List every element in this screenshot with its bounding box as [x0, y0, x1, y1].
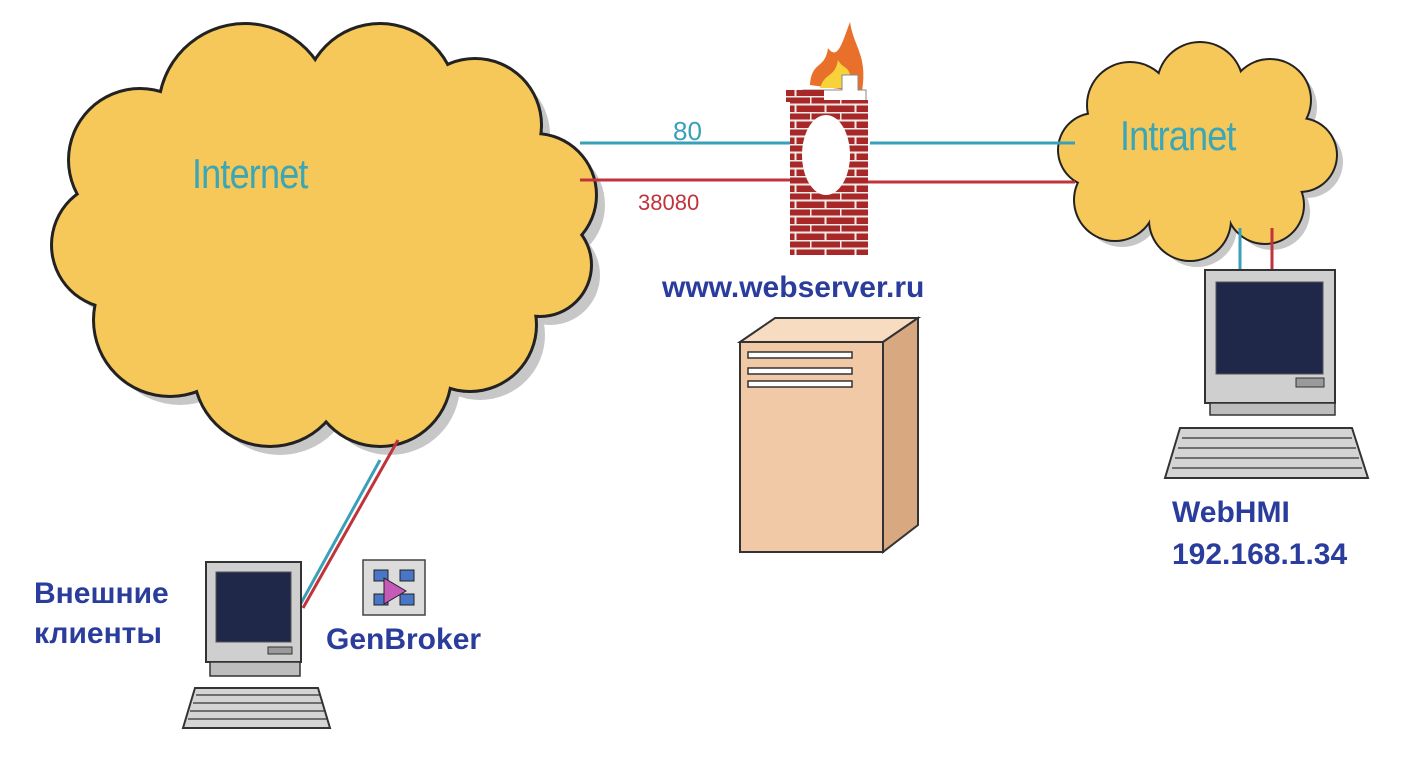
server-tower-icon [736, 316, 922, 555]
intranet-cloud-icon [1057, 41, 1343, 267]
link-internet-client-red [301, 439, 400, 609]
genbroker-icon [362, 559, 426, 616]
client-computer-icon [181, 561, 332, 729]
webserver-label: www.webserver.ru [662, 271, 925, 304]
internet-cloud-icon [50, 22, 605, 455]
external-clients-label-line2: клиенты [34, 617, 162, 650]
firewall-icon [786, 22, 868, 255]
link-internet-client-blue [298, 459, 382, 606]
genbroker-label: GenBroker [326, 623, 482, 656]
webhmi-ip-label: 192.168.1.34 [1172, 538, 1348, 571]
port-38080-label: 38080 [638, 190, 700, 215]
internet-label: Internet [192, 150, 308, 197]
port-80-label: 80 [673, 116, 702, 146]
link-lines [298, 141, 1274, 609]
webhmi-computer-icon [1163, 269, 1370, 479]
external-clients-label-line1: Внешние [34, 577, 169, 610]
intranet-label: Intranet [1120, 112, 1236, 159]
webhmi-name-label: WebHMI [1172, 496, 1290, 529]
